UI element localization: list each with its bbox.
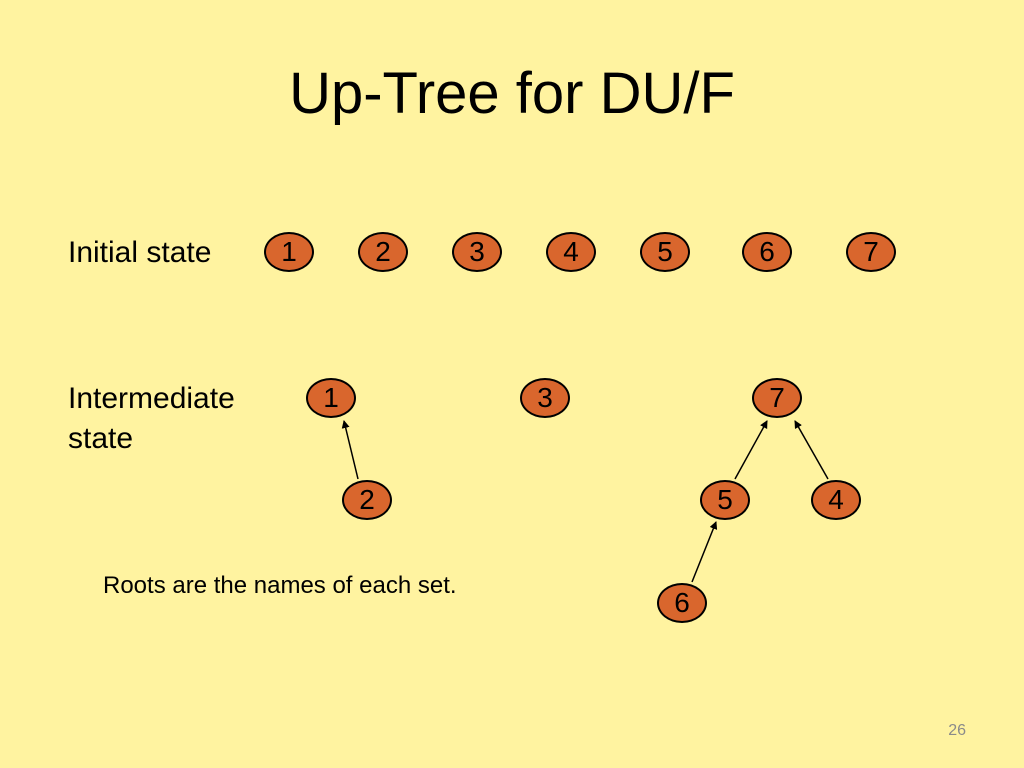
intermediate-node-2: 2 bbox=[342, 480, 392, 520]
initial-node-4: 4 bbox=[546, 232, 596, 272]
initial-state-label: Initial state bbox=[68, 236, 212, 269]
slide-title: Up-Tree for DU/F bbox=[289, 61, 735, 126]
intermediate-state-label-line1: Intermediate bbox=[68, 382, 235, 415]
edge-4-to-7 bbox=[794, 420, 829, 480]
edge-2-to-1 bbox=[341, 420, 359, 480]
intermediate-node-6: 6 bbox=[657, 583, 707, 623]
initial-node-3: 3 bbox=[452, 232, 502, 272]
intermediate-node-5: 5 bbox=[700, 480, 750, 520]
intermediate-state-label-line2: state bbox=[68, 422, 134, 455]
edge-6-to-5 bbox=[691, 521, 718, 583]
initial-node-5: 5 bbox=[640, 232, 690, 272]
initial-node-1: 1 bbox=[264, 232, 314, 272]
initial-node-7: 7 bbox=[846, 232, 896, 272]
roots-note: Roots are the names of each set. bbox=[103, 572, 457, 599]
intermediate-node-1: 1 bbox=[306, 378, 356, 418]
edge-5-to-7 bbox=[734, 420, 768, 480]
initial-node-2: 2 bbox=[358, 232, 408, 272]
intermediate-node-3: 3 bbox=[520, 378, 570, 418]
page-number: 26 bbox=[948, 722, 966, 739]
intermediate-node-7: 7 bbox=[752, 378, 802, 418]
intermediate-node-4: 4 bbox=[811, 480, 861, 520]
initial-node-6: 6 bbox=[742, 232, 792, 272]
